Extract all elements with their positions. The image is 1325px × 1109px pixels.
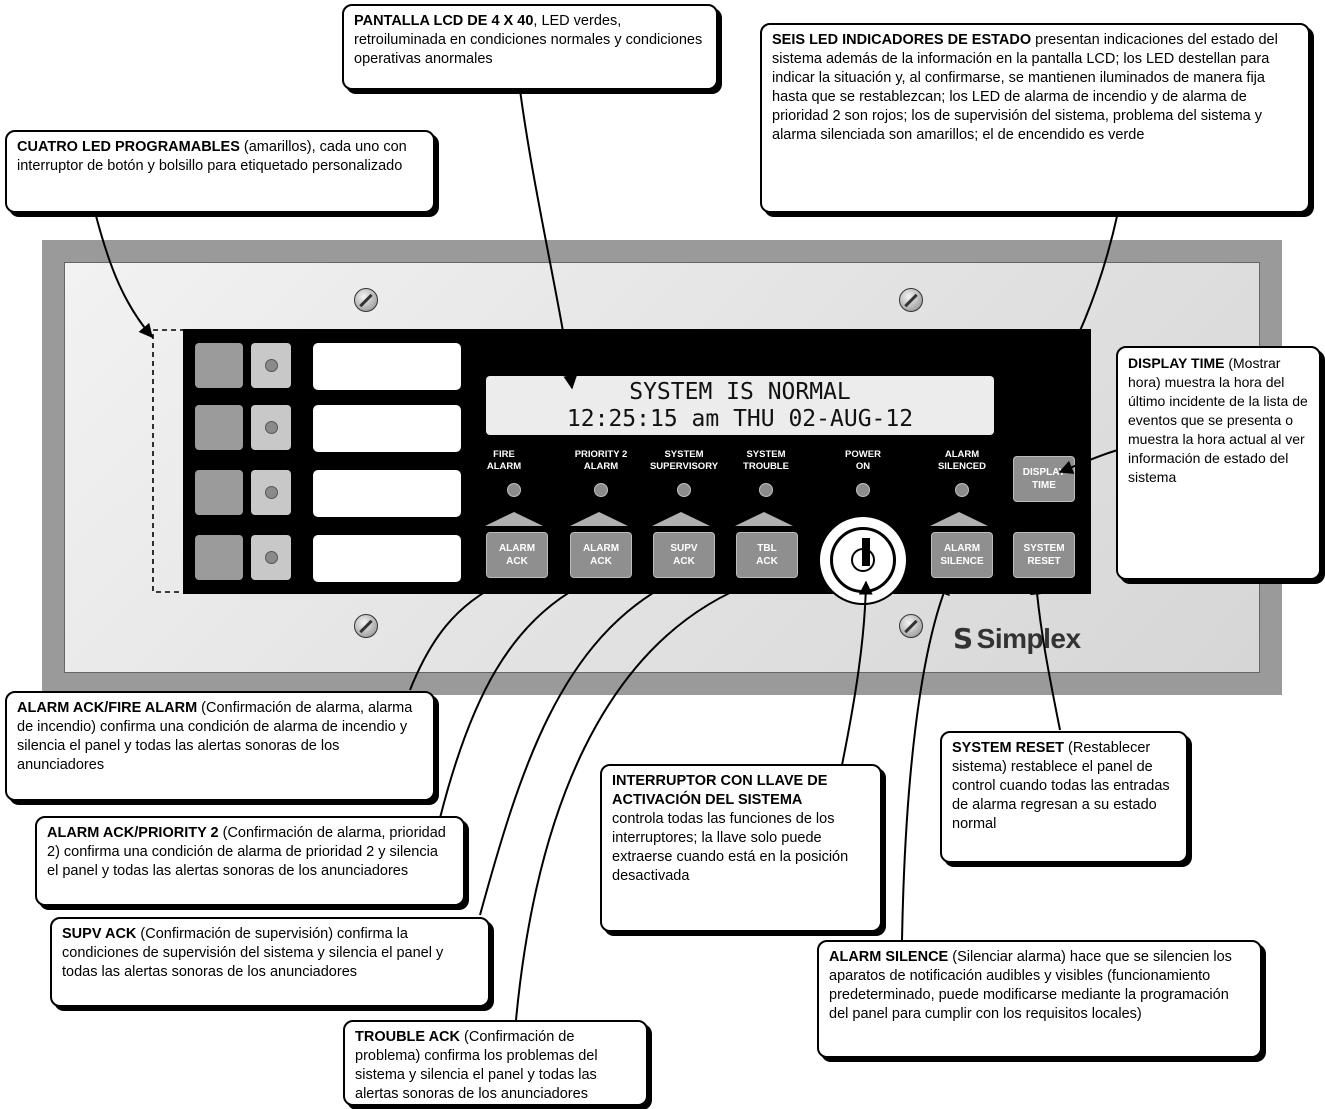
led-pointer-icon bbox=[570, 512, 628, 526]
led-dot-icon bbox=[265, 486, 278, 499]
key-slot-icon bbox=[862, 538, 870, 566]
led-pointer-icon bbox=[735, 512, 793, 526]
system-trouble-led bbox=[759, 483, 773, 497]
led-pointer-icon bbox=[652, 512, 710, 526]
lcd-line-1: SYSTEM IS NORMAL bbox=[629, 379, 851, 405]
programmable-led-3 bbox=[251, 470, 291, 515]
fire-alarm-led bbox=[507, 483, 521, 497]
programmable-led-2 bbox=[251, 405, 291, 450]
programmable-led-4 bbox=[251, 535, 291, 580]
lcd-display: SYSTEM IS NORMAL 12:25:15 am THU 02-AUG-… bbox=[486, 376, 994, 435]
key-switch[interactable] bbox=[818, 515, 908, 605]
programmable-label-pocket-1 bbox=[313, 343, 461, 390]
screw-icon bbox=[354, 288, 378, 312]
led-pointer-icon bbox=[485, 512, 543, 526]
callout-alarm-ack-priority2: ALARM ACK/PRIORITY 2 (Confirmación de al… bbox=[35, 816, 465, 906]
programmable-button-2[interactable] bbox=[195, 405, 243, 450]
callout-key-switch: INTERRUPTOR CON LLAVE DE ACTIVACIÓN DEL … bbox=[600, 764, 882, 932]
programmable-button-1[interactable] bbox=[195, 343, 243, 388]
callout-lcd-display: PANTALLA LCD DE 4 X 40, LED verdes, retr… bbox=[342, 4, 718, 90]
programmable-label-pocket-4 bbox=[313, 535, 461, 582]
callout-programmable-leds: CUATRO LED PROGRAMABLES (amarillos), cad… bbox=[5, 130, 435, 213]
led-pointer-icon bbox=[930, 512, 988, 526]
screw-icon bbox=[899, 288, 923, 312]
led-dot-icon bbox=[265, 551, 278, 564]
simplex-logo-text: Simplex bbox=[976, 623, 1081, 654]
simplex-logo-icon: S bbox=[953, 622, 973, 655]
callout-trouble-ack: TROUBLE ACK (Confirmación de problema) c… bbox=[343, 1020, 648, 1106]
callout-alarm-silence: ALARM SILENCE (Silenciar alarma) hace qu… bbox=[817, 940, 1262, 1058]
screw-icon bbox=[354, 614, 378, 638]
programmable-button-3[interactable] bbox=[195, 470, 243, 515]
programmable-label-pocket-2 bbox=[313, 405, 461, 452]
screw-icon bbox=[899, 614, 923, 638]
callout-display-time: DISPLAY TIME (Mostrar hora) muestra la h… bbox=[1116, 346, 1321, 580]
callout-alarm-ack-fire: ALARM ACK/FIRE ALARM (Confirmación de al… bbox=[5, 691, 435, 801]
programmable-label-pocket-3 bbox=[313, 470, 461, 517]
led-dot-icon bbox=[265, 421, 278, 434]
lcd-line-2: 12:25:15 am THU 02-AUG-12 bbox=[566, 406, 914, 432]
callout-supv-ack: SUPV ACK (Confirmación de supervisión) c… bbox=[50, 917, 490, 1007]
power-on-led bbox=[856, 483, 870, 497]
alarm-silenced-led bbox=[955, 483, 969, 497]
system-supervisory-led bbox=[677, 483, 691, 497]
led-dot-icon bbox=[265, 359, 278, 372]
priority-2-alarm-led bbox=[594, 483, 608, 497]
programmable-button-4[interactable] bbox=[195, 535, 243, 580]
programmable-led-1 bbox=[251, 343, 291, 388]
callout-status-leds: SEIS LED INDICADORES DE ESTADO presentan… bbox=[760, 23, 1310, 213]
callout-system-reset: SYSTEM RESET (Restablecer sistema) resta… bbox=[940, 731, 1188, 863]
